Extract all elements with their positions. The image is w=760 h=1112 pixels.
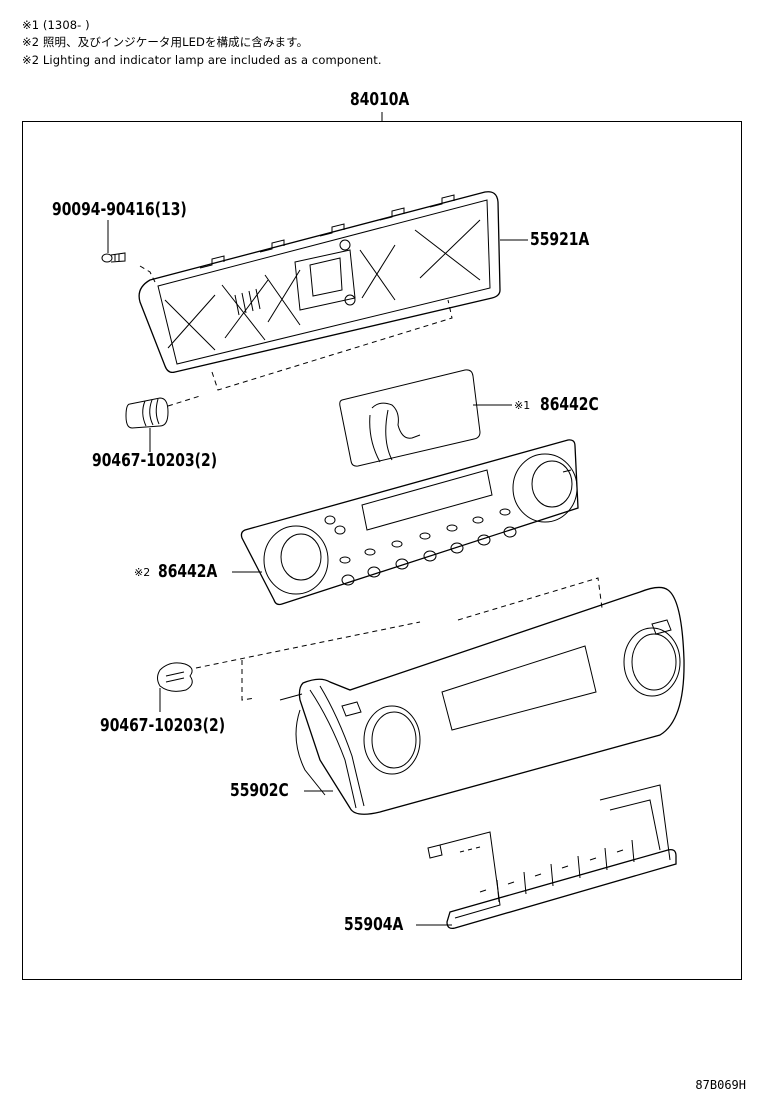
clip-lower-dash xyxy=(195,621,421,669)
note-3-mark: ※2 xyxy=(22,53,40,67)
board-a-dash xyxy=(457,577,603,621)
part-mark-board-a: ※2 xyxy=(134,566,151,579)
panel-55902C-drawing xyxy=(279,586,685,815)
bulb-upper-dash xyxy=(167,395,201,407)
board-86442A-drawing xyxy=(240,439,579,606)
switch-bracket-drawing xyxy=(427,784,677,930)
part-mark-board-c: ※1 xyxy=(514,399,531,412)
diagram-code: 87B069H xyxy=(695,1078,746,1092)
part-label-board-a[interactable]: 86442A xyxy=(158,561,218,582)
assembly-frame xyxy=(22,121,742,980)
assembly-label[interactable]: 84010A xyxy=(350,89,410,110)
bolt-drawing xyxy=(101,252,126,263)
part-label-switch-bracket[interactable]: 55904A xyxy=(344,914,404,935)
note-1: ※1 (1308- ) xyxy=(22,18,90,32)
case-55921A-drawing xyxy=(138,191,501,374)
note-2-mark: ※2 xyxy=(22,35,40,49)
board-button-pads xyxy=(324,508,517,586)
clip-lower-drawing xyxy=(157,662,193,692)
note-1-mark: ※1 xyxy=(22,18,40,32)
note-3-text: Lighting and indicator lamp are included… xyxy=(42,53,382,67)
part-label-board-c[interactable]: 86442C xyxy=(540,394,599,415)
bulb-upper-drawing xyxy=(125,397,169,429)
part-label-bolt[interactable]: 90094-90416(13) xyxy=(52,199,187,220)
note-1-text: (1308- ) xyxy=(42,18,90,32)
board-86442C-drawing xyxy=(339,369,481,467)
part-label-case[interactable]: 55921A xyxy=(530,229,590,250)
bolt-alignment-dash xyxy=(139,265,156,283)
note-2-en: ※2 Lighting and indicator lamp are inclu… xyxy=(22,53,382,67)
part-label-bulb-upper[interactable]: 90467-10203(2) xyxy=(92,450,218,471)
clip-lower-vertical-dash xyxy=(241,660,256,701)
part-label-panel[interactable]: 55902C xyxy=(230,780,289,801)
part-label-clip-lower[interactable]: 90467-10203(2) xyxy=(100,715,226,736)
note-2-text: 照明、及びインジケータ用LEDを構成に含みます。 xyxy=(42,35,309,49)
note-2-jp: ※2 照明、及びインジケータ用LEDを構成に含みます。 xyxy=(22,35,308,49)
case-alignment-dash xyxy=(211,299,453,391)
switch-slots xyxy=(479,839,635,903)
